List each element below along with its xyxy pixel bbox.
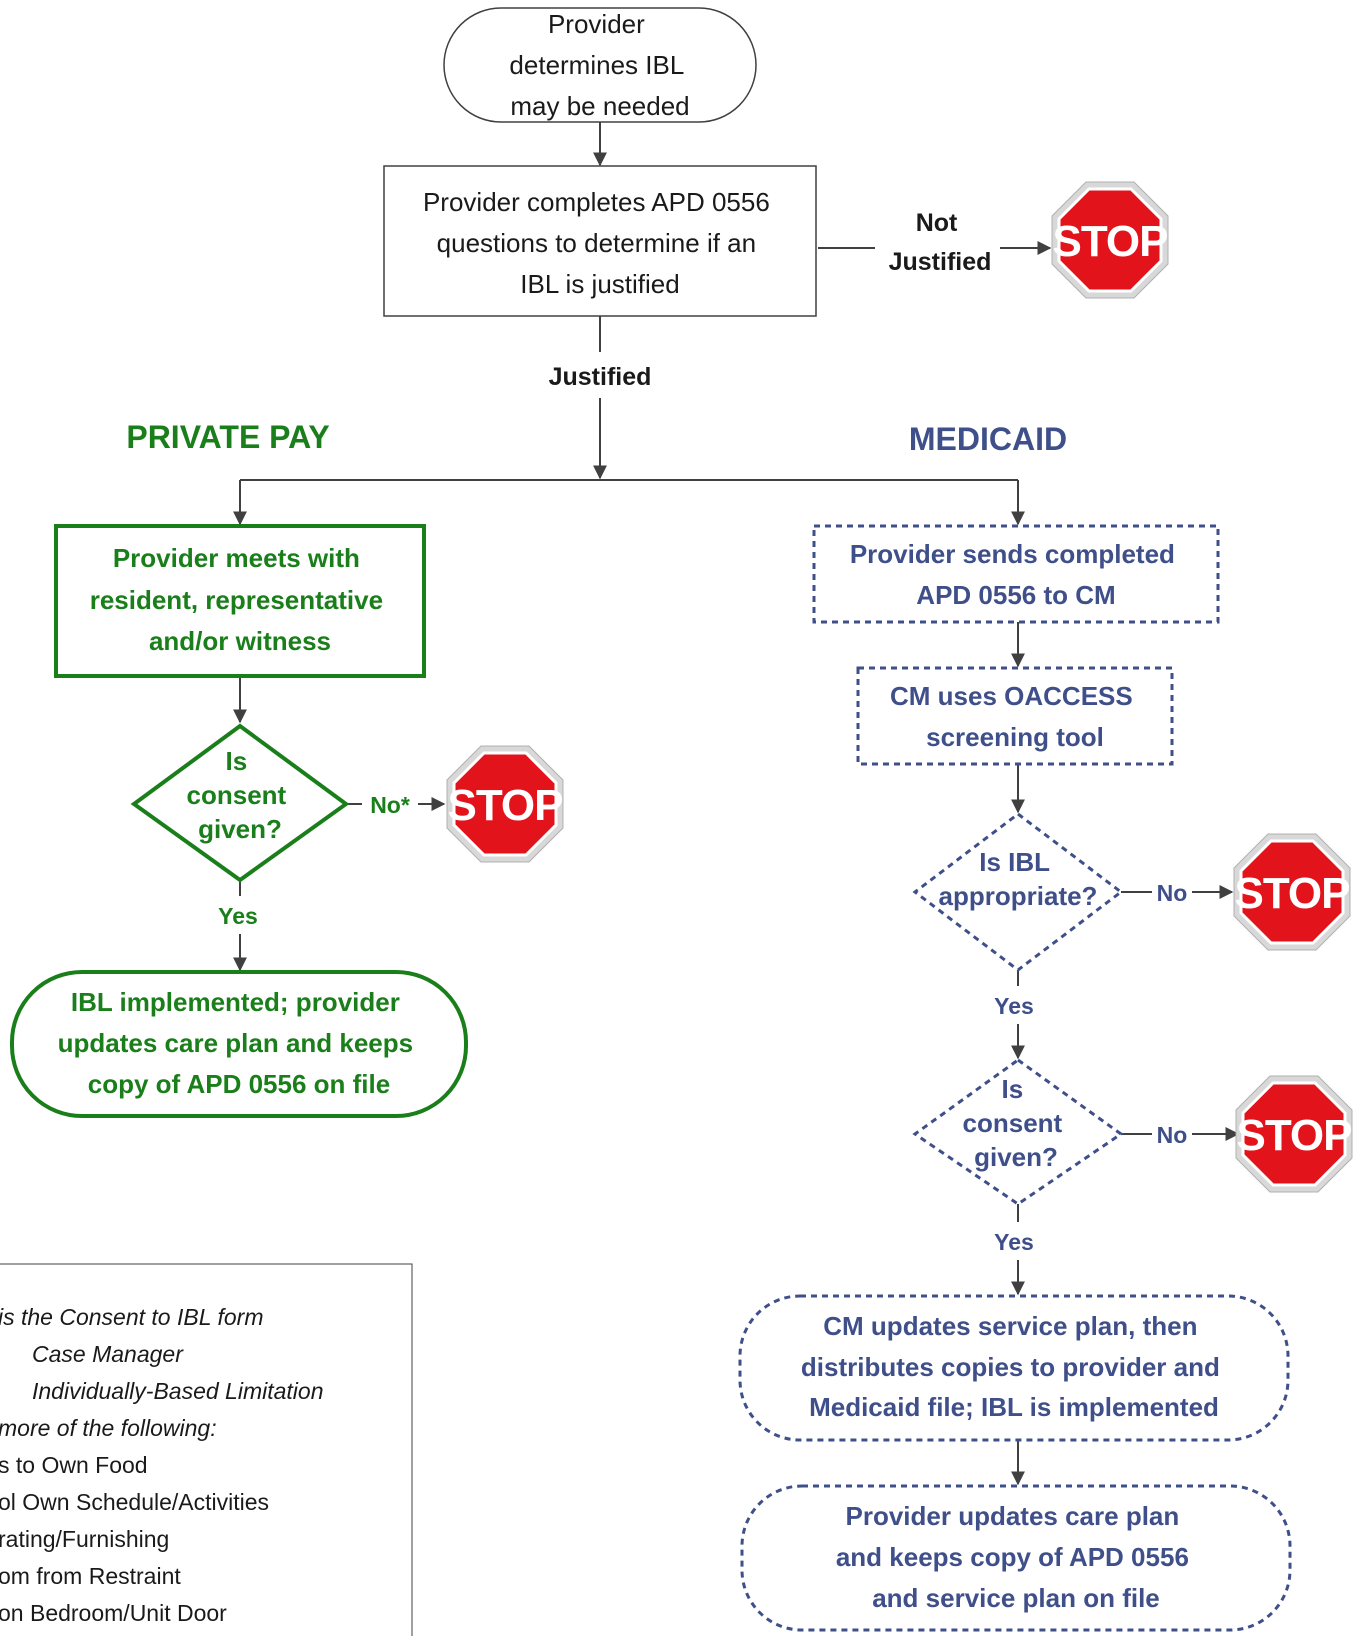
svg-text:Is consent given?: Is consent given? bbox=[187, 746, 294, 844]
medicaid-consent-yes-label: Yes bbox=[994, 1229, 1034, 1255]
svg-text:Is consent given?: Is consent given? bbox=[963, 1074, 1070, 1172]
svg-text:Provider meets with resi: Provider meets with resident, representa… bbox=[90, 543, 391, 656]
medicaid-send-box: Provider sends completed APD 0556 to CM bbox=[812, 524, 1220, 624]
questions-line-3: IBL is justified bbox=[520, 269, 679, 299]
svg-text:Is IBL appropriate?: Is IBL appropriate? bbox=[939, 847, 1098, 911]
private-consent-decision: Is consent given? bbox=[130, 723, 350, 883]
questions-line-2: questions to determine if an bbox=[437, 228, 756, 258]
svg-text:IBL implemented; provider: IBL implemented; provider updates care p… bbox=[58, 987, 421, 1099]
stop-text: STOP bbox=[1052, 217, 1167, 266]
stop-sign-appropriate: STOP bbox=[1232, 832, 1352, 952]
svg-text:Provider updates care plan: Provider updates care plan and keeps cop… bbox=[836, 1501, 1196, 1613]
svg-text:CM uses OACCESS screenin: CM uses OACCESS screening tool bbox=[890, 681, 1140, 752]
private-no-label: No* bbox=[370, 792, 410, 818]
medicaid-heading: MEDICAID bbox=[909, 421, 1067, 457]
medicaid-provider-final-terminator: Provider updates care plan and keeps cop… bbox=[740, 1484, 1292, 1632]
legend-line-8: om from Restraint bbox=[0, 1563, 181, 1589]
svg-text:is the Consent to IBL form: is the Consent to IBL form Case Manager … bbox=[0, 1304, 330, 1441]
legend-line-6: ol Own Schedule/Activities bbox=[0, 1489, 269, 1515]
private-pay-heading: PRIVATE PAY bbox=[126, 419, 329, 455]
start-terminator: Provider determines IBL may be needed bbox=[443, 7, 757, 123]
questions-box: Provider completes APD 0556 questions to… bbox=[383, 165, 817, 317]
medicaid-oaccess-box: CM uses OACCESS screening tool bbox=[856, 666, 1174, 766]
appropriate-no-label: No bbox=[1157, 880, 1188, 906]
legend-box: is the Consent to IBL form Case Manager … bbox=[0, 1263, 413, 1636]
svg-text:Provider sends completed: Provider sends completed APD 0556 to CM bbox=[850, 539, 1182, 610]
legend-line-1: is the Consent to IBL form bbox=[0, 1304, 264, 1330]
medicaid-appropriate-decision: Is IBL appropriate? bbox=[912, 812, 1124, 972]
start-line-3: may be needed bbox=[510, 91, 689, 121]
medicaid-consent-no-label: No bbox=[1157, 1122, 1188, 1148]
legend-line-5: s to Own Food bbox=[0, 1452, 148, 1478]
start-line-1: Provider bbox=[548, 9, 645, 39]
connectors bbox=[233, 122, 1240, 1486]
svg-text:CM updates service plan, then: CM updates service plan, then distribute… bbox=[801, 1311, 1227, 1422]
svg-text:s to Own Food ol Own Sch: s to Own Food ol Own Schedule/Activities… bbox=[0, 1452, 275, 1626]
svg-text:STOP: STOP bbox=[447, 781, 562, 830]
svg-text:STOP: STOP bbox=[1236, 1111, 1351, 1160]
svg-text:Provider completes APD 0556: Provider completes APD 0556 questions to… bbox=[423, 187, 777, 299]
legend-line-2: Case Manager bbox=[32, 1341, 184, 1367]
private-yes-label: Yes bbox=[218, 903, 258, 929]
svg-text:STOP: STOP bbox=[1234, 869, 1349, 918]
legend-line-9: on Bedroom/Unit Door bbox=[0, 1600, 227, 1626]
legend-line-7: rating/Furnishing bbox=[0, 1526, 169, 1552]
private-meet-box: Provider meets with resident, representa… bbox=[54, 524, 426, 678]
justified-label: Justified bbox=[549, 363, 652, 391]
questions-line-1: Provider completes APD 0556 bbox=[423, 187, 770, 217]
appropriate-yes-label: Yes bbox=[994, 993, 1034, 1019]
stop-sign-top: STOP bbox=[1050, 180, 1170, 300]
stop-sign-medicaid-consent: STOP bbox=[1234, 1074, 1354, 1194]
svg-text:Provider determines IBL: Provider determines IBL may be needed bbox=[509, 9, 690, 121]
medicaid-consent-decision: Is consent given? bbox=[912, 1058, 1124, 1206]
legend-line-4: more of the following: bbox=[0, 1415, 217, 1441]
private-implemented-terminator: IBL implemented; provider updates care p… bbox=[10, 970, 468, 1118]
medicaid-service-plan-terminator: CM updates service plan, then distribute… bbox=[738, 1294, 1290, 1442]
not-justified-label: Not Justified bbox=[889, 209, 992, 276]
legend-line-3: Individually-Based Limitation bbox=[32, 1378, 324, 1404]
start-line-2: determines IBL bbox=[509, 50, 683, 80]
stop-sign-private: STOP bbox=[445, 744, 565, 864]
